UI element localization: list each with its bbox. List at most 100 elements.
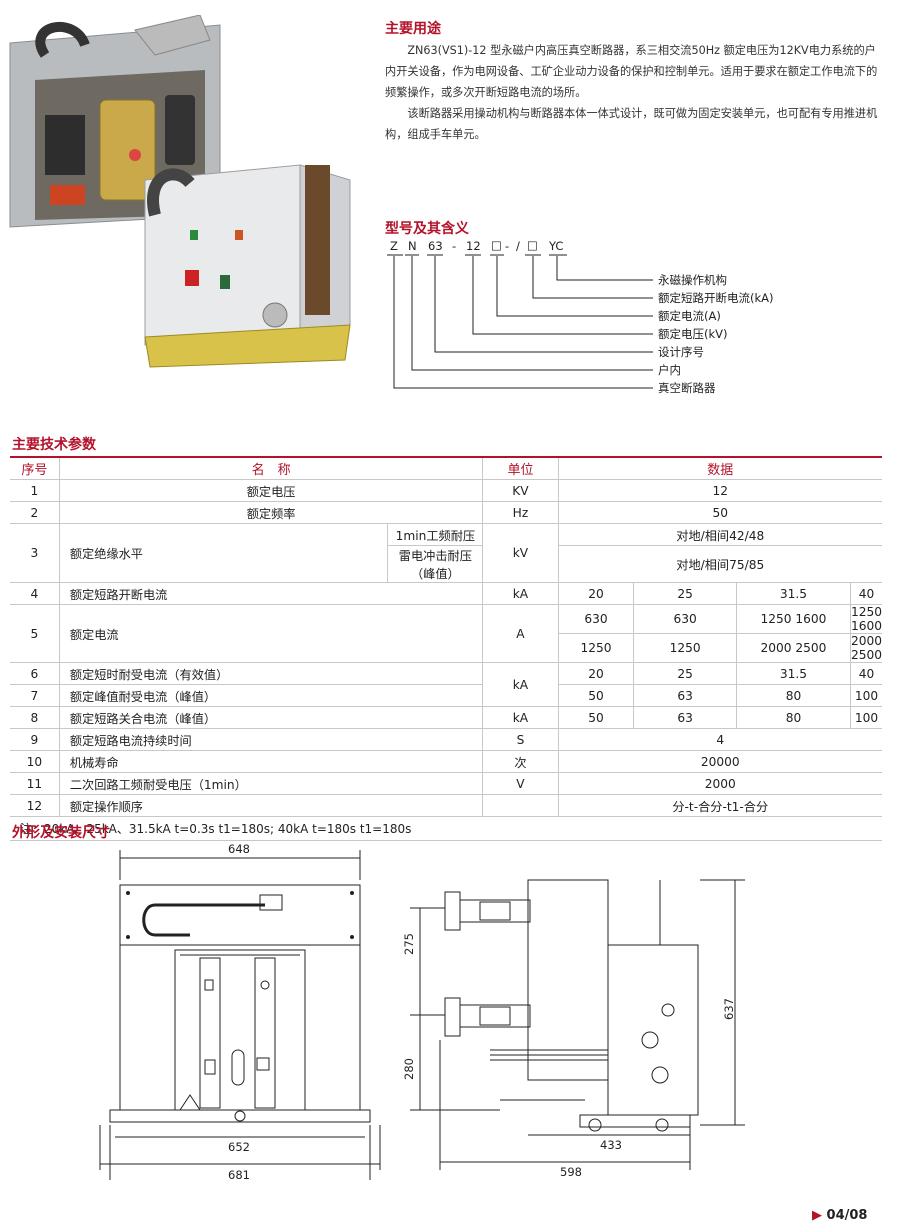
cell-value: 50	[558, 706, 635, 729]
cell-no: 5	[10, 604, 60, 663]
model-label-vacuum: 真空断路器	[658, 381, 716, 395]
dim-side-598: 598	[560, 1165, 582, 1179]
cell-value: 31.5	[736, 662, 851, 685]
page-number-text: 04/08	[826, 1208, 868, 1223]
model-label-design-no: 设计序号	[658, 345, 704, 359]
model-label-breaking-current: 额定短路开断电流(kA)	[658, 291, 774, 305]
cell-value: 100	[850, 684, 882, 707]
dim-side-280: 280	[402, 1058, 416, 1080]
header-data: 数据	[558, 458, 882, 480]
model-label-rated-voltage: 额定电压(kV)	[658, 327, 728, 341]
cell-value: 63	[633, 706, 737, 729]
code-n: N	[408, 239, 417, 253]
code-z: Z	[390, 239, 398, 253]
table-row: 9 额定短路电流持续时间 S 4	[10, 728, 882, 751]
table-row: 4 额定短路开断电流 kA 20 25 31.5 40	[10, 582, 882, 605]
cell-value: 31.5	[736, 582, 851, 605]
cell-name: 二次回路工频耐受电压（1min）	[59, 772, 484, 795]
table-row: 7 额定峰值耐受电流（峰值） 50 63 80 100	[10, 684, 882, 707]
cell-no: 3	[10, 523, 60, 583]
specs-note: 注：20kA、25kA、31.5kA t=0.3s t1=180s; 40kA …	[10, 817, 882, 841]
cell-value: 20	[558, 662, 635, 685]
table-row: 11 二次回路工频耐受电压（1min） V 2000	[10, 772, 882, 795]
dim-front-652: 652	[228, 1140, 250, 1154]
cell-value: 分-t-合分-t1-合分	[558, 794, 882, 817]
code-dash-1: -	[452, 239, 457, 253]
cell-name: 机械寿命	[59, 750, 484, 773]
dim-front-681: 681	[228, 1168, 250, 1182]
specs-table-wrap: 序号 名 称 单位 数据 1 额定电压 KV 12 2 额定频率 Hz 50 3…	[10, 456, 882, 841]
cell-unit: KV	[482, 479, 559, 502]
product-photo	[5, 14, 370, 370]
cell-unit: kA	[482, 582, 559, 605]
cell-value: 对地/相间75/85	[558, 545, 882, 583]
table-row: 1 额定电压 KV 12	[10, 479, 882, 502]
specs-title: 主要技术参数	[12, 437, 96, 453]
cell-value: 1250	[558, 633, 635, 663]
cell-name: 额定短时耐受电流（有效值）	[59, 662, 484, 685]
cell-name: 额定操作顺序	[59, 794, 484, 817]
cell-value: 40	[850, 582, 882, 605]
cell-unit: S	[482, 728, 559, 751]
usage-title: 主要用途	[385, 21, 441, 37]
cell-no: 12	[10, 794, 60, 817]
model-label-yc: 永磁操作机构	[658, 273, 727, 287]
cell-name: 额定电压	[59, 479, 484, 502]
usage-paragraph-2: 该断路器采用操动机构与断路器本体一体式设计，既可做为固定安装单元，也可配有专用推…	[385, 107, 878, 141]
cell-value: 100	[850, 706, 882, 729]
cell-subname: 雷电冲击耐压（峰值）	[387, 545, 484, 583]
code-dash-2: -	[505, 239, 510, 253]
cell-value: 630	[633, 604, 737, 634]
cell-value: 4	[558, 728, 882, 751]
usage-paragraph-1: ZN63(VS1)-12 型永磁户内高压真空断路器，系三相交流50Hz 额定电压…	[385, 44, 878, 99]
cell-unit: kA	[482, 706, 559, 729]
header-unit: 单位	[482, 458, 559, 480]
code-slash: /	[516, 239, 520, 253]
cell-value: 2000 2500	[850, 633, 882, 663]
specs-table: 序号 名 称 单位 数据 1 额定电压 KV 12 2 额定频率 Hz 50 3…	[10, 458, 882, 817]
table-header-row: 序号 名 称 单位 数据	[10, 458, 882, 480]
cell-value: 20	[558, 582, 635, 605]
cell-value: 1250 1600	[736, 604, 851, 634]
model-title: 型号及其含义	[385, 221, 469, 237]
table-row: 8 额定短路关合电流（峰值） kA 50 63 80 100	[10, 706, 882, 729]
table-row: 雷电冲击耐压（峰值） 对地/相间75/85	[10, 545, 882, 583]
code-box-2: □	[527, 238, 538, 252]
cell-value: 20000	[558, 750, 882, 773]
cell-value: 对地/相间42/48	[558, 523, 882, 546]
table-row: 12 额定操作顺序 分-t-合分-t1-合分	[10, 794, 882, 817]
cell-unit	[482, 794, 559, 817]
header-no: 序号	[10, 458, 60, 480]
table-row: 6 额定短时耐受电流（有效值） kA 20 25 31.5 40	[10, 662, 882, 707]
cell-value: 2000	[558, 772, 882, 795]
code-box-1: □	[491, 238, 502, 252]
cell-subname: 1min工频耐压	[387, 523, 484, 546]
cell-name: 额定短路开断电流	[59, 582, 484, 605]
cell-no: 8	[10, 706, 60, 729]
dim-side-275: 275	[402, 933, 416, 955]
side-view-drawing: 275 280 637 433 598	[400, 870, 760, 1190]
table-row: 3 额定绝缘水平 1min工频耐压 kV 对地/相间42/48	[10, 523, 882, 583]
dimensions-title: 外形及安装尺寸	[12, 825, 110, 841]
dim-side-637: 637	[722, 998, 736, 1020]
page-arrow-icon: ▶	[812, 1208, 822, 1223]
cell-value: 25	[633, 662, 737, 685]
header-name: 名 称	[59, 458, 484, 480]
cell-value: 1250	[633, 633, 737, 663]
code-63: 63	[428, 239, 443, 253]
cell-no: 1	[10, 479, 60, 502]
cell-value: 80	[736, 684, 851, 707]
cell-no: 10	[10, 750, 60, 773]
page-number: ▶ 04/08	[812, 1208, 867, 1223]
cell-unit: V	[482, 772, 559, 795]
cell-name: 额定电流	[59, 604, 484, 663]
cell-value: 63	[633, 684, 737, 707]
table-row: 5 额定电流 A 630 630 1250 1600 1250 1600	[10, 604, 882, 663]
cell-name: 额定峰值耐受电流（峰值）	[59, 684, 484, 707]
cell-value: 1250 1600	[850, 604, 882, 634]
model-label-rated-current: 额定电流(A)	[658, 309, 721, 323]
cell-value: 40	[850, 662, 882, 685]
cell-no: 6	[10, 662, 60, 685]
table-row: 1250 1250 2000 2500 2000 2500	[10, 633, 882, 663]
cell-no: 2	[10, 501, 60, 524]
